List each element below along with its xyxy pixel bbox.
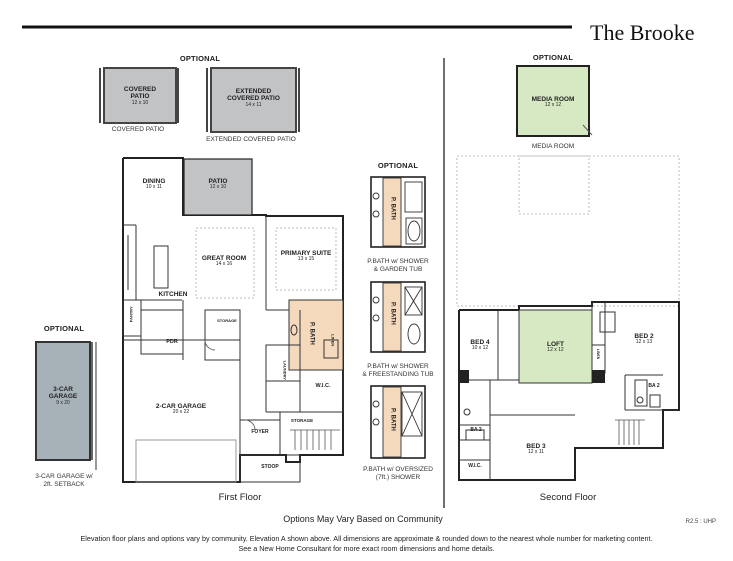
plan-code: R2.5 : UHP: [685, 519, 716, 525]
room-storage-2: STORAGE: [290, 418, 314, 423]
room-linen: LINEN: [330, 334, 336, 347]
room-p-bath: P. BATH: [308, 322, 315, 345]
room-bed3: BED 3 12 x 11: [514, 443, 558, 456]
room-pdr: PDR: [166, 339, 178, 345]
room-laundry: LAUNDRY: [282, 360, 288, 380]
first-floor-caption: First Floor: [218, 492, 262, 503]
room-bed4-name: BED 4: [470, 339, 490, 346]
optional-label-garage: OPTIONAL: [43, 324, 85, 333]
options-vary-note: Options May Vary Based on Community: [283, 514, 443, 524]
room-loft-name: LOFT: [547, 341, 564, 348]
option-garage3-caption: 3-CAR GARAGE w/ 2ft. SETBACK: [35, 473, 93, 488]
room-garage-name: 2-CAR GARAGE: [155, 403, 207, 410]
room-dining-name: DINING: [142, 178, 166, 185]
page-title: The Brooke: [590, 20, 695, 45]
optional-label-media: OPTIONAL: [532, 53, 574, 62]
room-dining-dim: 10 x 11: [145, 184, 163, 191]
room-foyer: FOYER: [251, 429, 269, 435]
second-floor-caption: Second Floor: [539, 492, 597, 503]
option-garage3-label: 3-CAR GARAGE 9 x 20: [36, 386, 90, 407]
extended-patio-label: EXTENDED COVERED PATIO 14 x 11: [211, 88, 296, 109]
extended-patio-name: EXTENDED COVERED PATIO: [227, 88, 280, 103]
room-stoop: STOOP: [261, 464, 279, 470]
covered-patio-fill: [103, 67, 177, 124]
room-ba2-left: BA 2: [470, 427, 482, 433]
room-bed3-name: BED 3: [526, 443, 546, 450]
room-primary-suite-name: PRIMARY SUITE: [280, 250, 332, 257]
room-bed2-name: BED 2: [634, 333, 654, 340]
covered-patio-caption: COVERED PATIO: [111, 126, 165, 133]
room-primary-suite-dim: 13 x 15: [297, 256, 315, 263]
room-bed4: BED 4 10 x 12: [462, 339, 498, 352]
option-bath-3-label: P. BATH: [389, 408, 396, 431]
option-garage3-dim: 9 x 20: [56, 399, 70, 406]
room-bed2-dim: 12 x 13: [635, 339, 653, 346]
option-media-room-name: MEDIA ROOM: [531, 96, 575, 103]
option-media-room-dim: 12 x 12: [544, 102, 562, 109]
room-bed3-dim: 12 x 11: [527, 449, 545, 456]
room-dining: DINING 10 x 11: [130, 178, 178, 191]
room-kitchen: KITCHEN: [158, 291, 188, 298]
optional-label-patio: OPTIONAL: [179, 54, 221, 63]
extended-patio-dim: 14 x 11: [245, 101, 262, 108]
room-great-room-dim: 14 x 16: [215, 261, 233, 268]
room-linen-2: LINEN: [596, 348, 601, 360]
optional-label-bath: OPTIONAL: [377, 161, 419, 170]
option-media-room-label: MEDIA ROOM 12 x 12: [517, 96, 589, 109]
option-bath-2-caption: P.BATH w/ SHOWER & FREESTANDING TUB: [362, 363, 434, 378]
room-pantry: PANTRY: [128, 306, 134, 323]
option-bath-2-label: P. BATH: [389, 302, 396, 325]
room-bed2: BED 2 12 x 13: [622, 333, 666, 346]
option-garage3-name: 3-CAR GARAGE: [48, 386, 78, 401]
room-wic-2: W.I.C.: [468, 463, 482, 469]
room-loft-dim: 12 x 12: [547, 347, 564, 354]
option-bath-1-label: P. BATH: [389, 197, 396, 220]
room-patio: PATIO 12 x 10: [188, 178, 248, 191]
option-bath-1-caption: P.BATH w/ SHOWER & GARDEN TUB: [367, 258, 429, 273]
room-loft: LOFT 12 x 12: [519, 341, 592, 354]
covered-patio-name: COVERED PATIO: [123, 86, 157, 101]
room-ba2-right: BA 2: [648, 383, 660, 389]
room-wic: W.I.C.: [315, 383, 331, 389]
room-storage-1: STORAGE: [217, 318, 237, 323]
room-bed4-dim: 10 x 12: [471, 345, 489, 352]
room-garage: 2-CAR GARAGE 20 x 22: [136, 403, 226, 416]
room-primary-suite: PRIMARY SUITE 13 x 15: [272, 250, 340, 263]
extended-patio-caption: EXTENDED COVERED PATIO: [206, 136, 296, 143]
extended-patio-fill: [210, 67, 297, 133]
room-great-room-name: GREAT ROOM: [201, 255, 247, 262]
disclaimer-line-2: See a New Home Consultant for more exact…: [238, 544, 495, 553]
covered-patio-dim: 12 x 10: [131, 99, 149, 106]
disclaimer-line-1: Elevation floor plans and options vary b…: [80, 534, 653, 543]
room-garage-dim: 20 x 22: [172, 409, 190, 416]
covered-patio-label: COVERED PATIO 12 x 10: [104, 86, 176, 107]
room-patio-name: PATIO: [208, 178, 228, 185]
room-great-room: GREAT ROOM 14 x 16: [194, 255, 254, 268]
room-patio-dim: 12 x 10: [209, 184, 227, 191]
option-bath-3-caption: P.BATH w/ OVERSIZED (7ft.) SHOWER: [363, 466, 433, 481]
option-media-room-caption: MEDIA ROOM: [531, 143, 575, 150]
